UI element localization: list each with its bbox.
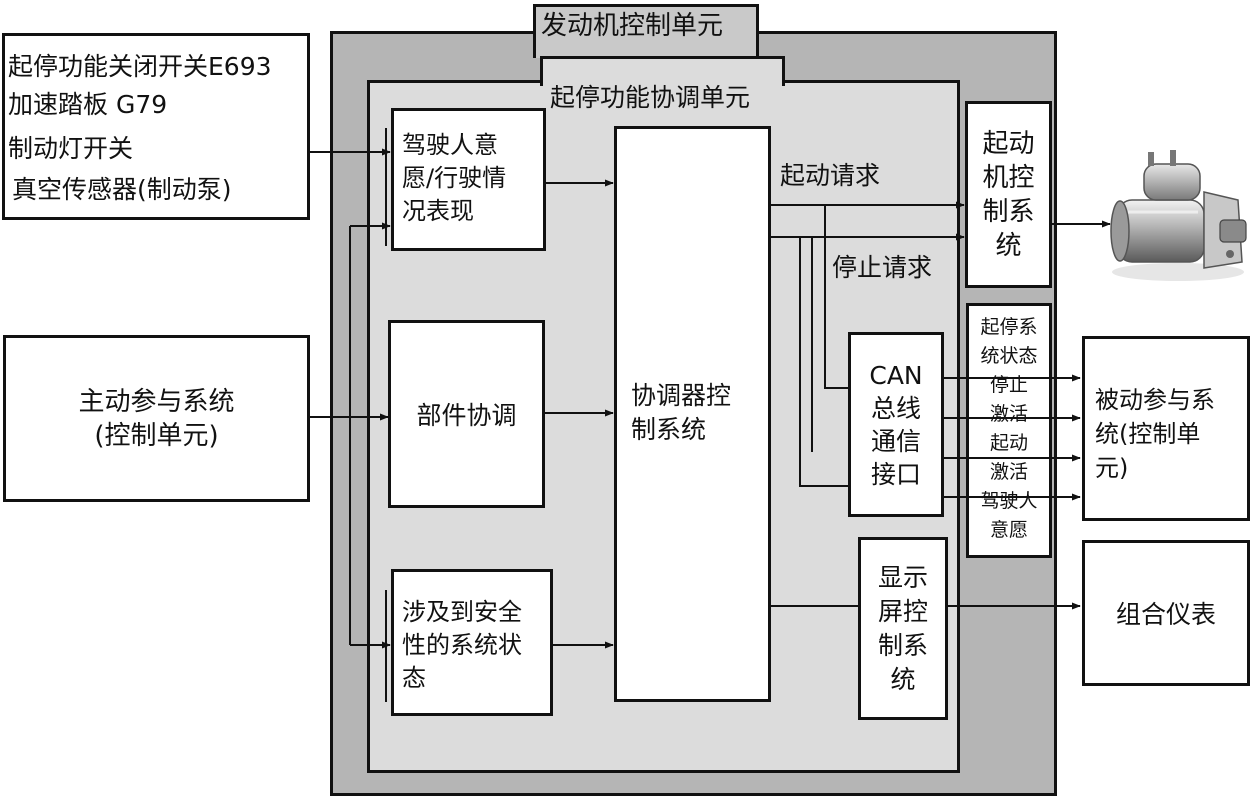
engine-control-unit-title: 发动机控制单元 — [541, 11, 724, 41]
driver-intent-line2: 愿/行驶情 — [402, 164, 507, 192]
input-line-accelerator: 加速踏板 G79 — [8, 90, 168, 119]
can-interface-line2: 总线 — [870, 393, 921, 423]
starter-control-line3: 制系 — [982, 196, 1035, 227]
can-signal-line5: 起动 — [989, 432, 1028, 454]
can-signal-line1: 起停系 — [980, 316, 1038, 338]
display-control-block: 显示 屏控 制系 统 — [858, 537, 948, 720]
can-signals-box: 起停系 统状态 停止 激活 起动 激活 驾驶人 意愿 — [966, 303, 1052, 558]
safety-state-line1: 涉及到安全 — [402, 598, 522, 626]
coordinator-control-block: 协调器控 制系统 — [614, 126, 771, 702]
driver-intent-block: 驾驶人意 愿/行驶情 况表现 — [391, 108, 546, 251]
instrument-cluster-box: 组合仪表 — [1082, 540, 1250, 686]
display-control-line4: 统 — [890, 664, 916, 694]
input-line-stop-switch: 起停功能关闭开关E693 — [8, 52, 272, 81]
input-line-brake-light: 制动灯开关 — [8, 134, 134, 163]
engine-control-unit-title-tab — [533, 4, 759, 58]
start-request-label: 起动请求 — [780, 161, 881, 190]
display-control-line1: 显示 — [877, 562, 928, 592]
can-interface-line3: 通信 — [870, 426, 921, 456]
active-system-box: 主动参与系统 (控制单元) — [3, 335, 310, 502]
safety-state-line2: 性的系统状 — [402, 631, 522, 659]
starter-motor-icon — [1110, 150, 1247, 281]
passive-system-line3: 元) — [1095, 454, 1129, 482]
stop-request-label: 停止请求 — [832, 253, 933, 282]
input-sensors-box — [2, 33, 310, 220]
can-interface-line1: CAN — [869, 360, 923, 390]
can-signal-line3: 停止 — [989, 374, 1028, 396]
coordinator-line1: 协调器控 — [631, 381, 732, 410]
instrument-cluster-label: 组合仪表 — [1115, 600, 1216, 629]
can-interface-line4: 接口 — [870, 459, 921, 489]
start-stop-coordination-unit-title: 起停功能协调单元 — [550, 83, 751, 112]
starter-control-block: 起动 机控 制系 统 — [965, 101, 1052, 288]
component-coordination-label: 部件协调 — [416, 401, 517, 430]
can-signal-line6: 激活 — [989, 461, 1028, 483]
can-signal-line7: 驾驶人 — [980, 490, 1038, 512]
passive-system-line1: 被动参与系 — [1095, 386, 1215, 414]
can-signal-line2: 统状态 — [980, 345, 1038, 367]
driver-intent-line1: 驾驶人意 — [402, 131, 498, 159]
start-stop-coordination-unit-tab — [540, 56, 785, 86]
component-coordination-block: 部件协调 — [388, 320, 545, 508]
driver-intent-line3: 况表现 — [402, 197, 474, 225]
can-interface-block: CAN 总线 通信 接口 — [848, 332, 944, 517]
active-system-line2: (控制单元) — [94, 420, 219, 451]
input-line-vacuum-sensor: 真空传感器(制动泵) — [12, 175, 232, 204]
passive-system-box: 被动参与系 统(控制单 元) — [1082, 336, 1250, 521]
starter-control-line1: 起动 — [982, 128, 1035, 159]
active-system-line1: 主动参与系统 — [78, 386, 235, 417]
safety-state-line3: 态 — [402, 664, 426, 692]
safety-state-block: 涉及到安全 性的系统状 态 — [391, 569, 553, 716]
coordinator-line2: 制系统 — [631, 415, 707, 444]
display-control-line3: 制系 — [877, 630, 928, 660]
display-control-line2: 屏控 — [877, 596, 928, 626]
can-signal-line8: 意愿 — [989, 519, 1028, 541]
starter-control-line2: 机控 — [982, 162, 1035, 193]
can-signal-line4: 激活 — [989, 403, 1028, 425]
starter-control-line4: 统 — [995, 230, 1022, 261]
passive-system-line2: 统(控制单 — [1095, 420, 1201, 448]
